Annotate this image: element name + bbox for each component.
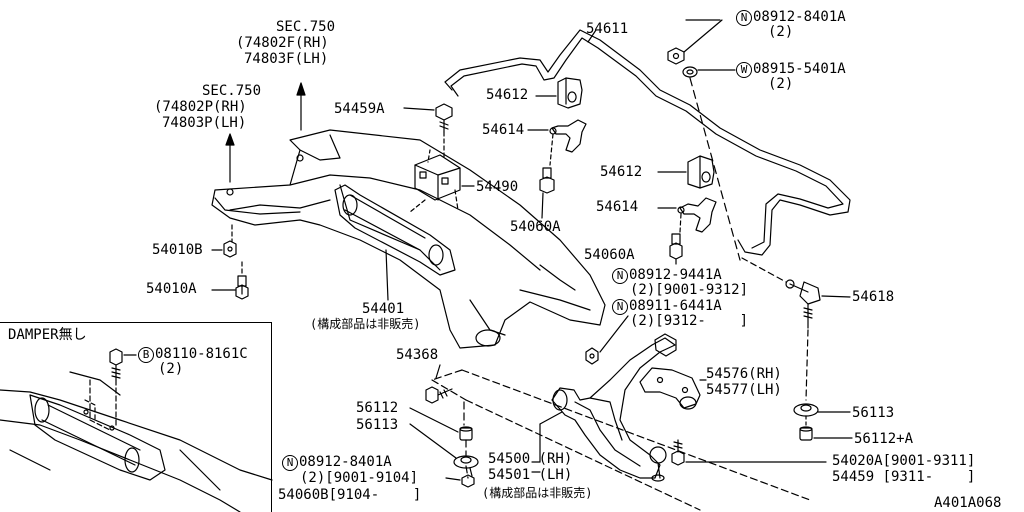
label-nut-08912-9441A-qty: (2)[9001-9312] (630, 282, 749, 298)
label-56112A: 56112+A (854, 431, 914, 447)
label-54490: 54490 (476, 179, 519, 195)
label-54577: 54577(LH) (706, 382, 782, 398)
bracket-assembly (403, 103, 475, 213)
label-54459A: 54459A (334, 101, 385, 117)
b-symbol-icon: B (138, 347, 154, 363)
label-sec-top-lh: 74803F(LH) (244, 51, 329, 67)
label-54401-note: (構成部品は非販売) (310, 317, 421, 331)
label-56112: 56112 (356, 400, 399, 416)
label-nut-08911-6441A-qty: (2)[9312- ] (630, 313, 749, 329)
label-56113-right: 56113 (852, 405, 895, 421)
bushing-stack-left (409, 407, 479, 488)
label-54501: 54501 (LH) (488, 467, 573, 483)
n-symbol-icon: N (612, 299, 628, 315)
label-bolt-08110-8161C-qty: (2) (158, 361, 184, 377)
n-symbol-icon: N (612, 268, 628, 284)
bolt-54368 (425, 364, 453, 404)
label-54368: 54368 (396, 347, 439, 363)
label-diagram-id: A401A068 (934, 495, 1002, 511)
inset-drawing (0, 348, 273, 512)
label-54612-lower: 54612 (600, 164, 643, 180)
label-54060B: 54060B[9104- ] (278, 487, 422, 503)
stabilizer-link (741, 257, 853, 441)
stabilizer-bar (444, 29, 851, 256)
label-sec-top-rh: (74802F(RH) (236, 35, 329, 51)
lower-bolt (671, 439, 827, 466)
label-nut-08912-8401A-bottom-qty: (2)[9001-9104] (300, 470, 419, 486)
w-symbol-icon: W (736, 62, 752, 78)
label-54010B: 54010B (152, 242, 203, 258)
assembly-guides (431, 369, 811, 511)
lower-arm (531, 333, 677, 482)
n-symbol-icon: N (736, 10, 752, 26)
label-54010A: 54010A (146, 281, 197, 297)
label-54576: 54576(RH) (706, 366, 782, 382)
n-symbol-icon: N (282, 455, 298, 471)
label-54401: 54401 (362, 301, 405, 317)
sec-arrows (225, 82, 306, 183)
label-54060A-upper: 54060A (510, 219, 561, 235)
label-54618: 54618 (852, 289, 895, 305)
label-nut-08912-8401A-top-qty: (2) (768, 24, 794, 40)
arm-bracket (639, 367, 707, 410)
inset-frame (0, 322, 272, 512)
label-54060A-lower: 54060A (584, 247, 635, 263)
bushing-upper (527, 77, 587, 219)
label-54020A: 54020A[9001-9311] (832, 453, 976, 469)
left-fasteners (211, 224, 249, 300)
label-sec-mid-rh: (74802P(RH) (154, 99, 247, 115)
crossmember (211, 129, 606, 349)
label-54500-note: (構成部品は非販売) (482, 486, 593, 500)
label-damper: DAMPER無し (8, 327, 87, 343)
label-washer-08915-5401A-qty: (2) (768, 76, 794, 92)
label-54614-lower: 54614 (596, 199, 639, 215)
label-sec-mid-lh: 74803P(LH) (162, 115, 247, 131)
top-right-fasteners (667, 19, 741, 261)
label-54612-upper: 54612 (486, 87, 529, 103)
label-sec-top: SEC.750 (276, 19, 336, 35)
label-54611: 54611 (586, 21, 629, 37)
mid-nuts (585, 315, 629, 365)
bushing-lower (657, 155, 717, 265)
label-sec-mid: SEC.750 (202, 83, 262, 99)
label-54500: 54500 (RH) (488, 451, 573, 467)
label-56113-left: 56113 (356, 417, 399, 433)
label-54459: 54459 [9311- ] (832, 469, 976, 485)
label-54614-upper: 54614 (482, 122, 525, 138)
